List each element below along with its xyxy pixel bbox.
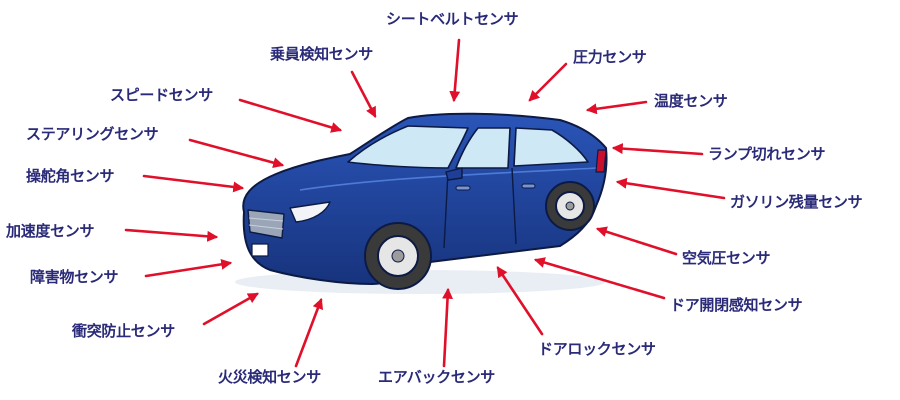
car-door-handle-rear <box>521 183 536 189</box>
car-headlight <box>289 201 331 223</box>
label-obstacle-sensor: 障害物センサ <box>30 268 119 286</box>
car-windshield <box>347 125 469 169</box>
arrow-fire <box>294 297 324 368</box>
car-tail-light <box>595 149 607 173</box>
arrow-airpressure <box>595 226 678 256</box>
arrow-rudder <box>142 174 245 193</box>
label-airbag-sensor: エアバックセンサ <box>378 368 496 386</box>
car-license-plate <box>251 243 269 257</box>
label-passenger-sensor: 乗員検知センサ <box>270 45 373 63</box>
front-wheel <box>364 222 432 290</box>
label-collision-sensor: 衝突防止センサ <box>72 322 175 340</box>
arrow-collision <box>202 292 259 326</box>
label-speed-sensor: スピードセンサ <box>110 86 213 104</box>
arrow-seatbelt <box>449 38 461 103</box>
arrow-pressure <box>528 62 568 102</box>
arrow-obstacle <box>144 258 233 278</box>
car-door-handle-front <box>455 185 471 191</box>
arrow-fuel <box>615 177 726 200</box>
car-shoulder-line <box>299 167 599 191</box>
label-airpressure-sensor: 空気圧センサ <box>682 249 771 267</box>
car-side-mirror <box>445 167 463 181</box>
label-steering-sensor: ステアリングセンサ <box>26 125 159 143</box>
car-rear-window <box>513 127 589 167</box>
arrow-speed <box>238 98 343 133</box>
arrow-lamp <box>611 143 704 156</box>
arrow-acceleration <box>124 228 219 242</box>
arrow-temperature <box>585 100 648 115</box>
arrow-passenger <box>350 70 377 118</box>
label-acceleration-sensor: 加速度センサ <box>6 222 95 240</box>
label-door-lock-sensor: ドアロックセンサ <box>538 340 656 358</box>
arrow-door-open <box>533 257 666 300</box>
arrow-steering <box>188 138 285 168</box>
arrow-door-lock <box>496 266 544 336</box>
arrows <box>124 38 726 368</box>
label-rudder-sensor: 操舵角センサ <box>26 167 115 185</box>
label-seatbelt-sensor: シートベルトセンサ <box>386 10 519 28</box>
arrow-airbag <box>442 287 453 368</box>
label-door-open-sensor: ドア開閉感知センサ <box>670 296 803 314</box>
car-front-window <box>455 127 511 169</box>
label-fuel-sensor: ガソリン残量センサ <box>730 193 863 211</box>
car-door-line-front <box>443 171 449 249</box>
label-temperature-sensor: 温度センサ <box>654 92 728 110</box>
rear-wheel <box>545 181 595 231</box>
label-pressure-sensor: 圧力センサ <box>573 48 647 66</box>
label-lamp-sensor: ランプ切れセンサ <box>708 145 826 163</box>
label-fire-sensor: 火災検知センサ <box>218 368 321 386</box>
car-illustration <box>242 112 608 285</box>
car-door-line-rear <box>511 167 517 245</box>
